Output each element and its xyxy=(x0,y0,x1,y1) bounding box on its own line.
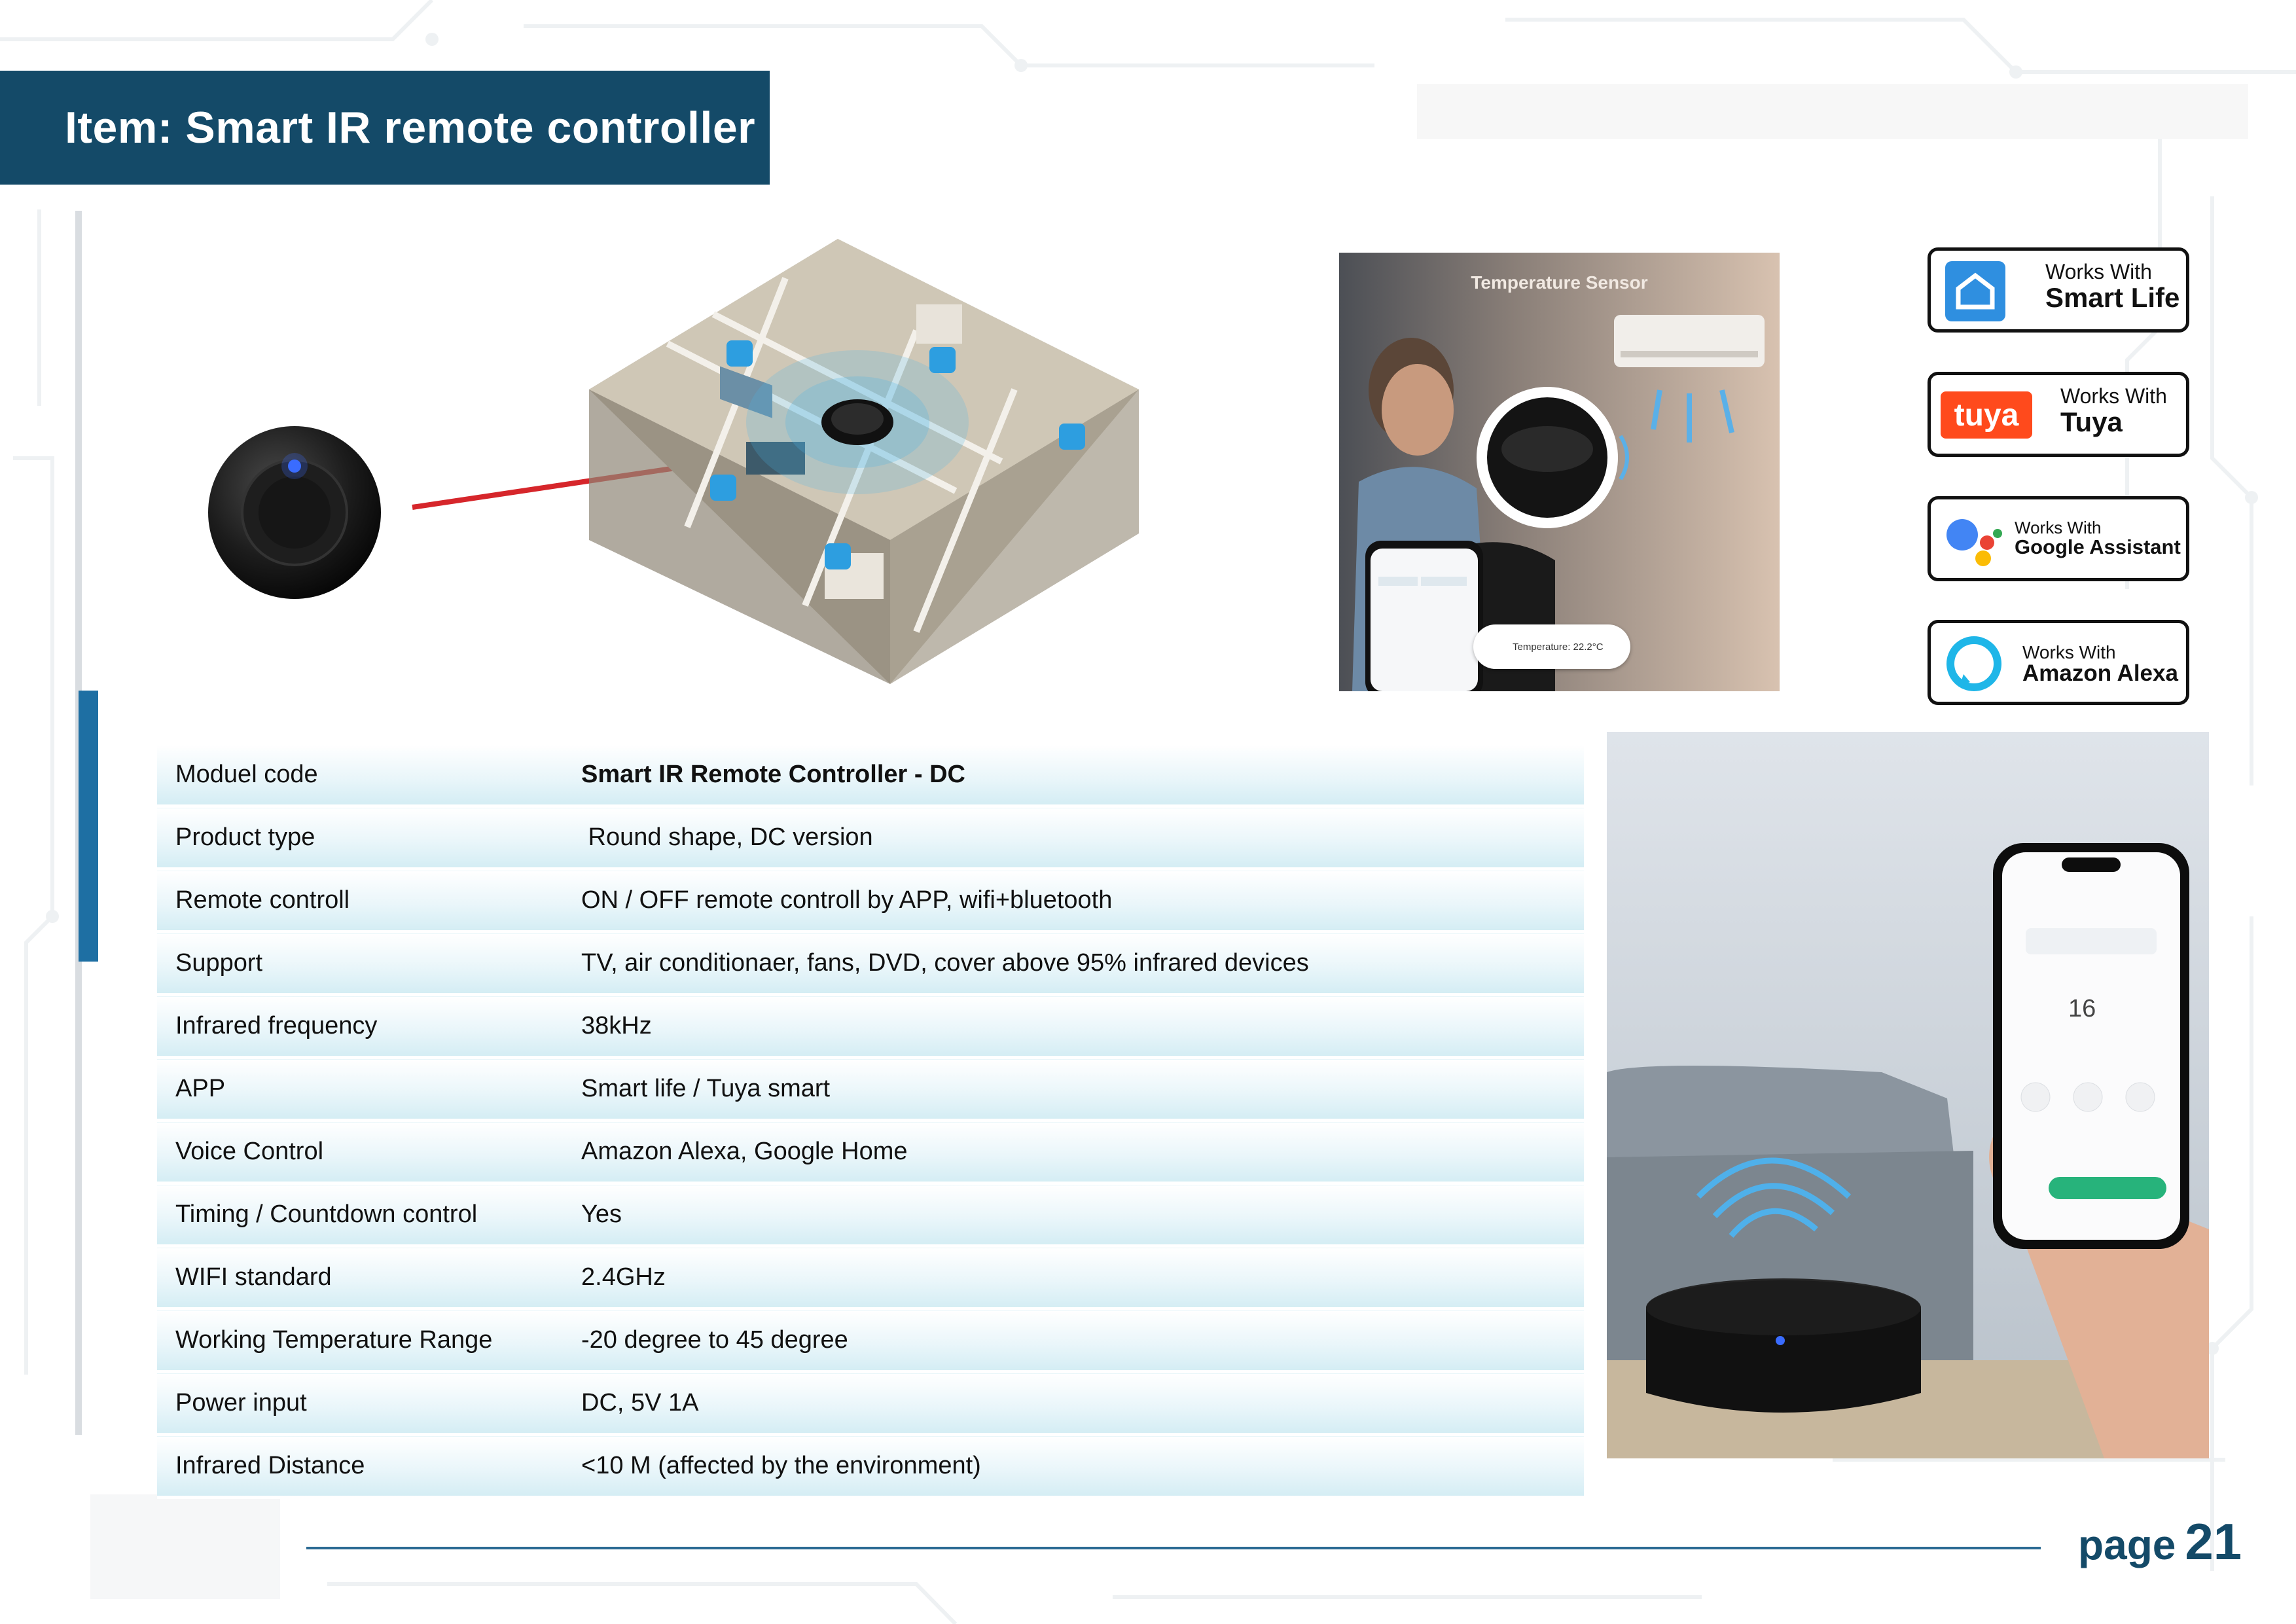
page-number-value: 21 xyxy=(2185,1513,2242,1570)
badge-tuya: tuya Works With Tuya xyxy=(1928,372,2189,457)
smart-home-floorplan-image xyxy=(550,226,1165,710)
device-photo xyxy=(203,424,386,607)
spec-value: TV, air conditionaer, fans, DVD, cover a… xyxy=(581,931,1584,996)
badge-google-assistant: Works With Google Assistant xyxy=(1928,496,2189,581)
badge-line1: Works With xyxy=(2060,384,2167,408)
spec-key: Power input xyxy=(157,1371,581,1436)
badge-line2: Smart Life xyxy=(2045,281,2180,313)
spec-value: 38kHz xyxy=(581,994,1584,1059)
spec-key: Voice Control xyxy=(157,1120,581,1185)
spec-value: ON / OFF remote controll by APP, wifi+bl… xyxy=(581,869,1584,933)
spec-key: Product type xyxy=(157,806,581,871)
badge-line2: Google Assistant xyxy=(2015,535,2181,559)
temperature-sensor-label: Temperature Sensor xyxy=(1471,272,1648,293)
alexa-ring-icon xyxy=(1946,636,2001,691)
badge-line2: Tuya xyxy=(2060,406,2123,437)
phone-set-temperature: 16 xyxy=(2068,995,2096,1022)
spec-value: Round shape, DC version xyxy=(581,806,1584,871)
spec-key: Working Temperature Range xyxy=(157,1308,581,1373)
spec-value: -20 degree to 45 degree xyxy=(581,1308,1584,1373)
bottom-faint-panel xyxy=(90,1494,280,1599)
temperature-sensor-photo: Temperature Sensor Temperature: 22.2°C xyxy=(1339,253,1780,691)
spec-key: Remote controll xyxy=(157,869,581,933)
top-faint-panel xyxy=(1417,84,2248,139)
badge-line2: Amazon Alexa xyxy=(2022,660,2178,687)
badge-smart-life: Works With Smart Life xyxy=(1928,247,2189,333)
spec-value: Amazon Alexa, Google Home xyxy=(581,1120,1584,1185)
page-title: Item: Smart IR remote controller xyxy=(65,103,756,153)
spec-key: APP xyxy=(157,1057,581,1122)
page-label: page xyxy=(2078,1521,2176,1568)
badge-line1: Works With xyxy=(2015,518,2102,537)
temperature-readout: Temperature: 22.2°C xyxy=(1473,624,1630,669)
spec-value: 2.4GHz xyxy=(581,1246,1584,1310)
spec-key: Timing / Countdown control xyxy=(157,1183,581,1248)
spec-value: DC, 5V 1A xyxy=(581,1371,1584,1436)
badge-line1: Works With xyxy=(2022,642,2116,662)
spec-value: Smart life / Tuya smart xyxy=(581,1057,1584,1122)
footer-divider xyxy=(306,1547,2041,1549)
spec-key: Support xyxy=(157,931,581,996)
left-accent-bar xyxy=(79,691,98,962)
table-row: Infrared Distance<10 M (affected by the … xyxy=(157,1434,1584,1499)
table-row: Working Temperature Range-20 degree to 4… xyxy=(157,1308,1584,1373)
lifestyle-photo: 16 xyxy=(1607,732,2209,1458)
tuya-logo-icon: tuya xyxy=(1941,391,2032,439)
temperature-readout-text: Temperature: 22.2°C xyxy=(1513,641,1604,653)
spec-value: Smart IR Remote Controller - DC xyxy=(581,745,1584,808)
google-assistant-dots-icon xyxy=(1946,519,2002,566)
spec-key: WIFI standard xyxy=(157,1246,581,1310)
smart-life-house-icon xyxy=(1945,261,2005,321)
badge-line1: Works With xyxy=(2045,260,2152,283)
title-bar: Item: Smart IR remote controller xyxy=(0,71,770,185)
spec-value: <10 M (affected by the environment) xyxy=(581,1434,1584,1499)
spec-key: Infrared Distance xyxy=(157,1434,581,1499)
spec-value: Yes xyxy=(581,1183,1584,1248)
table-row: Product type Round shape, DC version xyxy=(157,806,1584,871)
spec-key: Moduel code xyxy=(157,745,581,808)
badge-amazon-alexa: Works With Amazon Alexa xyxy=(1928,620,2189,705)
spec-key: Infrared frequency xyxy=(157,994,581,1059)
